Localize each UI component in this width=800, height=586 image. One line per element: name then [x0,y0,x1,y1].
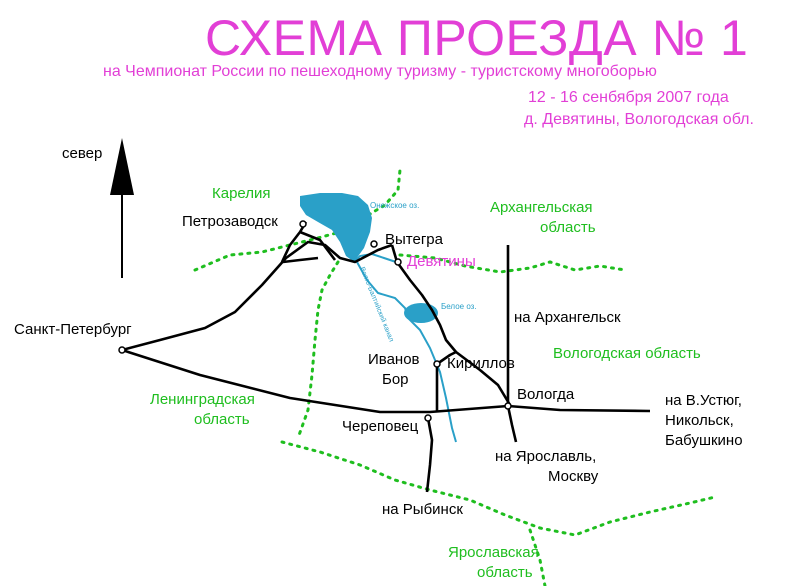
lake-onega-label: Онежское оз. [370,201,420,210]
region-karelia: Карелия [212,185,271,202]
city-vytegra: Вытегра [385,231,443,248]
city-spb: Санкт-Петербург [14,321,132,338]
region-yaroslavl-line1: Ярославская [448,544,539,561]
border-vologda-yaroslavl [280,440,717,537]
marker-vologda [504,402,512,410]
marker-ivanovbor [433,360,441,368]
north-arrow-icon [110,138,134,278]
city-ivanovbor-line2: Бор [382,371,409,388]
region-leningrad-line1: Ленинградская [150,391,255,408]
road-rybinsk [425,417,434,493]
marker-cherepovets [424,414,432,422]
marker-spb [118,346,126,354]
road-spb-vologda [121,348,651,414]
map-subtitle: на Чемпионат России по пешеходному туриз… [103,63,657,80]
city-ivanovbor-line1: Иванов [368,351,420,368]
region-vologda: Вологодская область [553,345,701,362]
region-arkhangelsk-line1: Архангельская [490,199,593,216]
direction-yaroslavl-line1: на Ярославль, [495,448,597,465]
road-yaroslavl [506,405,518,443]
map-title: СХЕМА ПРОЕЗДА № 1 [205,10,749,66]
marker-devyatiny [394,258,402,266]
city-vologda: Вологда [517,386,575,403]
road-ivanovbor-kirillov [436,350,512,406]
city-kirillov: Кириллов [447,355,515,372]
direction-ustyug-line1: на В.Устюг, [665,392,742,409]
lake-onega [300,193,372,262]
direction-arkhangelsk: на Архангельск [514,309,621,326]
roads [121,221,651,493]
compass-label: север [62,145,103,162]
direction-ustyug-line3: Бабушкино [665,432,743,449]
volga-baltic-canal [356,261,457,443]
city-devyatiny: Девятины [407,253,476,270]
city-markers [118,220,512,422]
city-petrozavodsk: Петрозаводск [182,213,278,230]
lake-beloe-label: Белое оз. [441,302,477,311]
marker-petrozavodsk [299,220,307,228]
event-dates: 12 - 16 сенбября 2007 года [528,89,729,106]
region-leningrad-line2: область [194,411,250,428]
region-arkhangelsk-line2: область [540,219,596,236]
region-yaroslavl-line2: область [477,564,533,581]
marker-vytegra [370,240,378,248]
direction-rybinsk: на Рыбинск [382,501,463,518]
direction-ustyug-line2: Никольск, [665,412,734,429]
canal-label: Волго-Балтийский канал [358,266,395,343]
event-venue: д. Девятины, Вологодская обл. [524,111,754,128]
border-karelia-leningrad [193,168,402,272]
border-leningrad-vologda [296,260,340,440]
road-spb-vytegra [121,240,393,352]
city-cherepovets: Череповец [342,418,419,435]
region-borders [193,168,717,586]
border-yaroslavl-south [528,528,547,586]
direction-yaroslavl-line2: Москву [548,468,599,485]
